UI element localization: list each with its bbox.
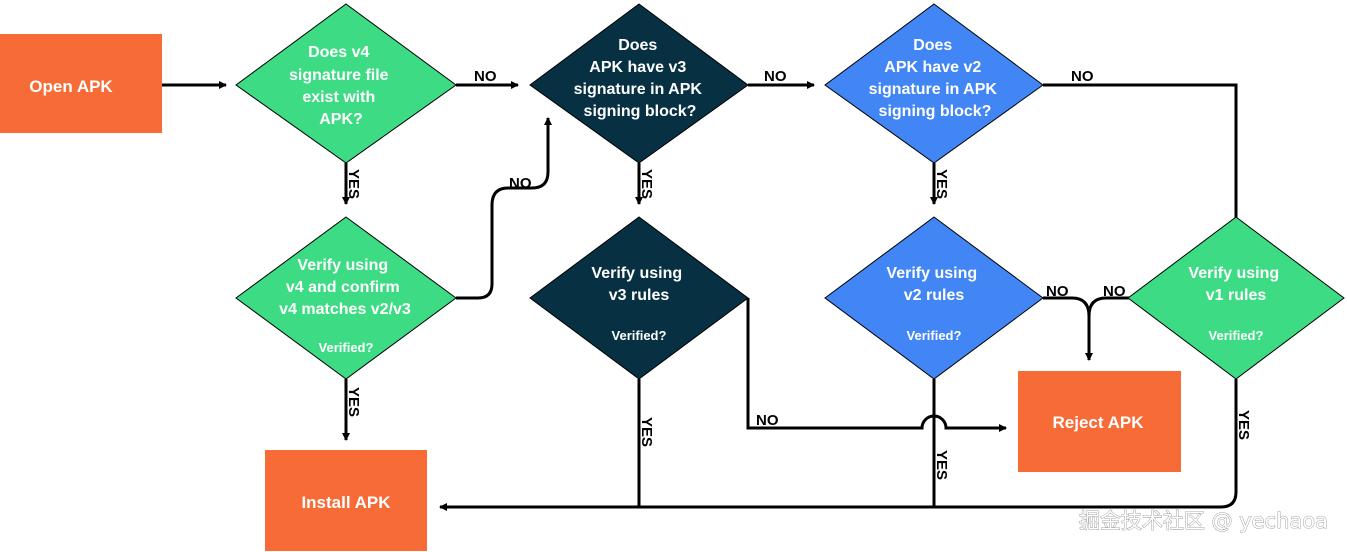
verify-v4-question: Verified?: [319, 340, 374, 355]
verify-v3-diamond: [529, 216, 749, 380]
edge-v2-no-to-v1: [1043, 83, 1238, 218]
node-v3-block: Does APK have v3 signature in APK signin…: [529, 3, 749, 164]
v4-exists-line-4: APK?: [319, 111, 363, 128]
v3-block-diamond: [529, 3, 749, 164]
label-no-verify-v4: NO: [509, 175, 532, 192]
verify-v2-line-1: Verify using: [886, 265, 977, 282]
edge-verify-v1-no-to-reject: [1087, 296, 1130, 317]
open-apk-label: Open APK: [29, 77, 113, 96]
connectors: [162, 81, 1238, 511]
verify-v4-line-2: v4 and confirm: [286, 279, 400, 296]
verify-v1-line-2: v1 rules: [1206, 287, 1267, 304]
edge-labels: NO NO NO NO NO NO NO YES YES YES YES YES…: [345, 68, 1252, 480]
label-no-verify-v2: NO: [1046, 283, 1069, 300]
open-apk-box: [0, 34, 162, 133]
v3-block-line-3: signature in APK: [574, 81, 703, 98]
node-v4-exists: Does v4 signature file exist with APK?: [235, 3, 457, 164]
svg-text:Does APK have v3 s: Does APK have v3 signature in APK signin…: [574, 37, 707, 120]
v4-exists-diamond: [235, 3, 457, 164]
svg-text:Verify using v2 rules: Verify using v2 rules: [886, 265, 981, 304]
install-apk-label: Install APK: [301, 493, 391, 512]
reject-apk-box: [1018, 371, 1181, 472]
svg-text:Does APK have v2 s: Does APK have v2 signature in APK signin…: [869, 37, 1002, 120]
v3-block-line-4: signing block?: [584, 103, 697, 120]
svg-text:Verify using v1 rules: Verify using v1 rules: [1188, 265, 1283, 304]
edge-verify-v1-yes-to-install: [439, 379, 1238, 511]
node-install-apk: Install APK: [265, 450, 427, 551]
label-no-verify-v3: NO: [756, 412, 779, 429]
verify-v1-diamond: [1127, 216, 1345, 380]
verify-v3-line-1: Verify using: [591, 265, 682, 282]
label-yes-v2-block: YES: [933, 169, 950, 199]
v3-block-line-2: APK have v3: [589, 59, 686, 76]
v4-exists-line-1: Does v4: [308, 44, 369, 61]
label-yes-v4-exists: YES: [345, 169, 362, 199]
v2-block-line-1: Does: [913, 37, 952, 54]
svg-text:Verify using v3 rules: Verify using v3 rules: [591, 265, 686, 304]
verify-v4-line-1: Verify using: [297, 257, 388, 274]
label-no-v3-to-v2: NO: [764, 68, 787, 85]
node-open-apk: Open APK: [0, 34, 162, 133]
v3-block-line-1: Does: [618, 37, 657, 54]
svg-text:Does v4 signature file: Does v4 signature file exist with APK?: [289, 44, 393, 128]
label-yes-verify-v3: YES: [638, 417, 655, 447]
verify-v3-question: Verified?: [612, 328, 667, 343]
label-yes-verify-v1: YES: [1235, 410, 1252, 440]
v2-block-line-3: signature in APK: [869, 81, 998, 98]
node-v2-block: Does APK have v2 signature in APK signin…: [824, 3, 1044, 164]
node-verify-v3: Verify using v3 rules Verified?: [529, 216, 749, 380]
verify-v2-question: Verified?: [907, 328, 962, 343]
v2-block-diamond: [824, 3, 1044, 164]
verify-v1-question: Verified?: [1209, 328, 1264, 343]
svg-text:Verify using v4 and conf: Verify using v4 and confirm v4 matches v…: [279, 257, 411, 318]
node-reject-apk: Reject APK: [1018, 371, 1181, 472]
watermark: 掘金技术社区 @ yechaoa: [1079, 509, 1328, 533]
v4-exists-line-3: exist with: [302, 89, 375, 106]
label-no-v2-to-v1: NO: [1071, 68, 1094, 85]
verify-v4-line-3: v4 matches v2/v3: [279, 301, 411, 318]
v2-block-line-4: signing block?: [879, 103, 992, 120]
reject-apk-label: Reject APK: [1052, 413, 1144, 432]
verify-v4-diamond: [235, 216, 457, 380]
verify-v2-diamond: [824, 216, 1044, 380]
verify-v3-line-2: v3 rules: [609, 287, 670, 304]
label-yes-v3-block: YES: [638, 169, 655, 199]
label-yes-verify-v4: YES: [345, 387, 362, 417]
install-apk-box: [265, 450, 427, 551]
node-verify-v1: Verify using v1 rules Verified?: [1127, 216, 1345, 380]
label-no-v4-to-v3: NO: [474, 68, 497, 85]
label-no-verify-v1: NO: [1103, 283, 1126, 300]
edge-verify-v4-no-to-v3: [456, 117, 552, 300]
verify-v1-line-1: Verify using: [1188, 265, 1279, 282]
node-verify-v2: Verify using v2 rules Verified?: [824, 216, 1044, 380]
v4-exists-line-2: signature file: [289, 67, 389, 84]
edge-verify-v2-no-to-reject: [1043, 296, 1093, 361]
v2-block-line-2: APK have v2: [884, 59, 981, 76]
node-verify-v4: Verify using v4 and confirm v4 matches v…: [235, 216, 457, 380]
verify-v2-line-2: v2 rules: [904, 287, 965, 304]
label-yes-verify-v2: YES: [933, 450, 950, 480]
